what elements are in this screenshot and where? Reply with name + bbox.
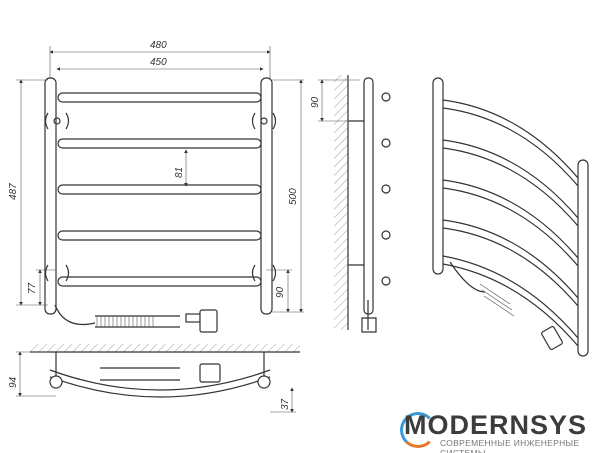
dim-37: 37 [280,398,291,410]
dim-90-front: 90 [275,286,286,298]
dim-94: 94 [8,376,19,388]
logo-brand: MODERNSYS [404,410,588,440]
modernsys-logo: MODERNSYS СОВРЕМЕННЫЕ ИНЖЕНЕРНЫЕ СИСТЕМЫ [398,408,598,453]
dim-77: 77 [27,282,38,294]
plug-body [185,313,201,323]
plug-icon [199,309,218,333]
dim-81: 81 [174,167,185,178]
logo-ring-icon [400,412,436,448]
top-view: 94 37 [8,344,300,413]
logo-tagline: СОВРЕМЕННЫЕ ИНЖЕНЕРНЫЕ СИСТЕМЫ [440,438,580,453]
dim-480: 480 [150,40,167,51]
front-view [44,77,277,333]
cable [54,304,96,326]
dim-450: 450 [150,57,167,68]
perspective-view [432,77,589,357]
dim-500: 500 [288,188,299,205]
side-view: 90 [310,75,391,333]
dim-487: 487 [8,183,19,200]
front-dimensions: 480 450 487 81 500 77 90 [8,40,304,313]
dim-90-side: 90 [310,96,321,108]
